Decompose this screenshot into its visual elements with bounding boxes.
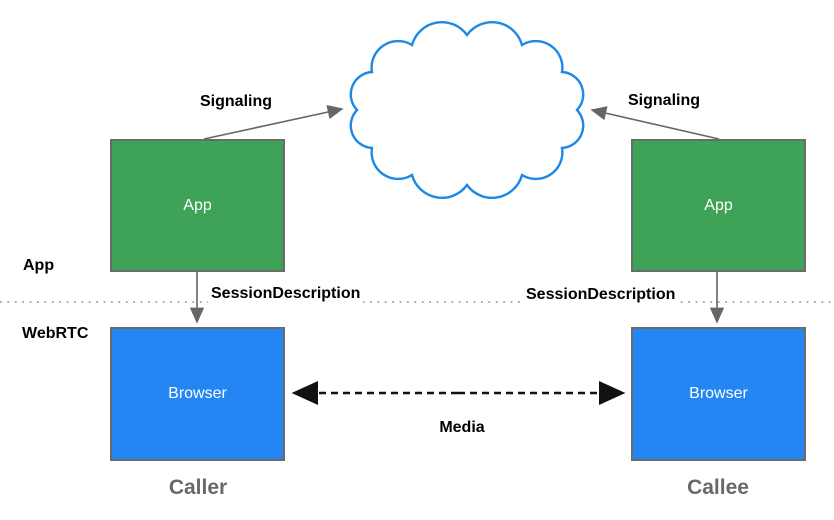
signaling-cloud-icon — [349, 21, 585, 199]
session-description-label-right: SessionDescription — [523, 286, 679, 304]
browser-node-caller-label: Browser — [168, 385, 227, 402]
layer-label-app: App — [23, 257, 55, 274]
browser-node-callee-label: Browser — [689, 385, 748, 402]
session-description-label-left: SessionDescription — [208, 285, 364, 303]
signaling-label-left: Signaling — [200, 93, 272, 110]
signaling-arrow-left — [203, 105, 344, 140]
layer-label-webrtc: WebRTC — [22, 325, 89, 342]
callee-caption: Callee — [687, 476, 749, 499]
signaling-label-right: Signaling — [628, 92, 700, 109]
app-node-callee: App — [631, 139, 806, 272]
signaling-arrow-right — [590, 106, 720, 140]
browser-node-callee: Browser — [631, 327, 806, 461]
browser-node-caller: Browser — [110, 327, 285, 461]
caller-caption: Caller — [168, 476, 228, 499]
media-label: Media — [439, 419, 485, 436]
app-node-callee-label: App — [704, 196, 733, 214]
app-node-caller: App — [110, 139, 285, 272]
app-node-caller-label: App — [183, 196, 212, 214]
